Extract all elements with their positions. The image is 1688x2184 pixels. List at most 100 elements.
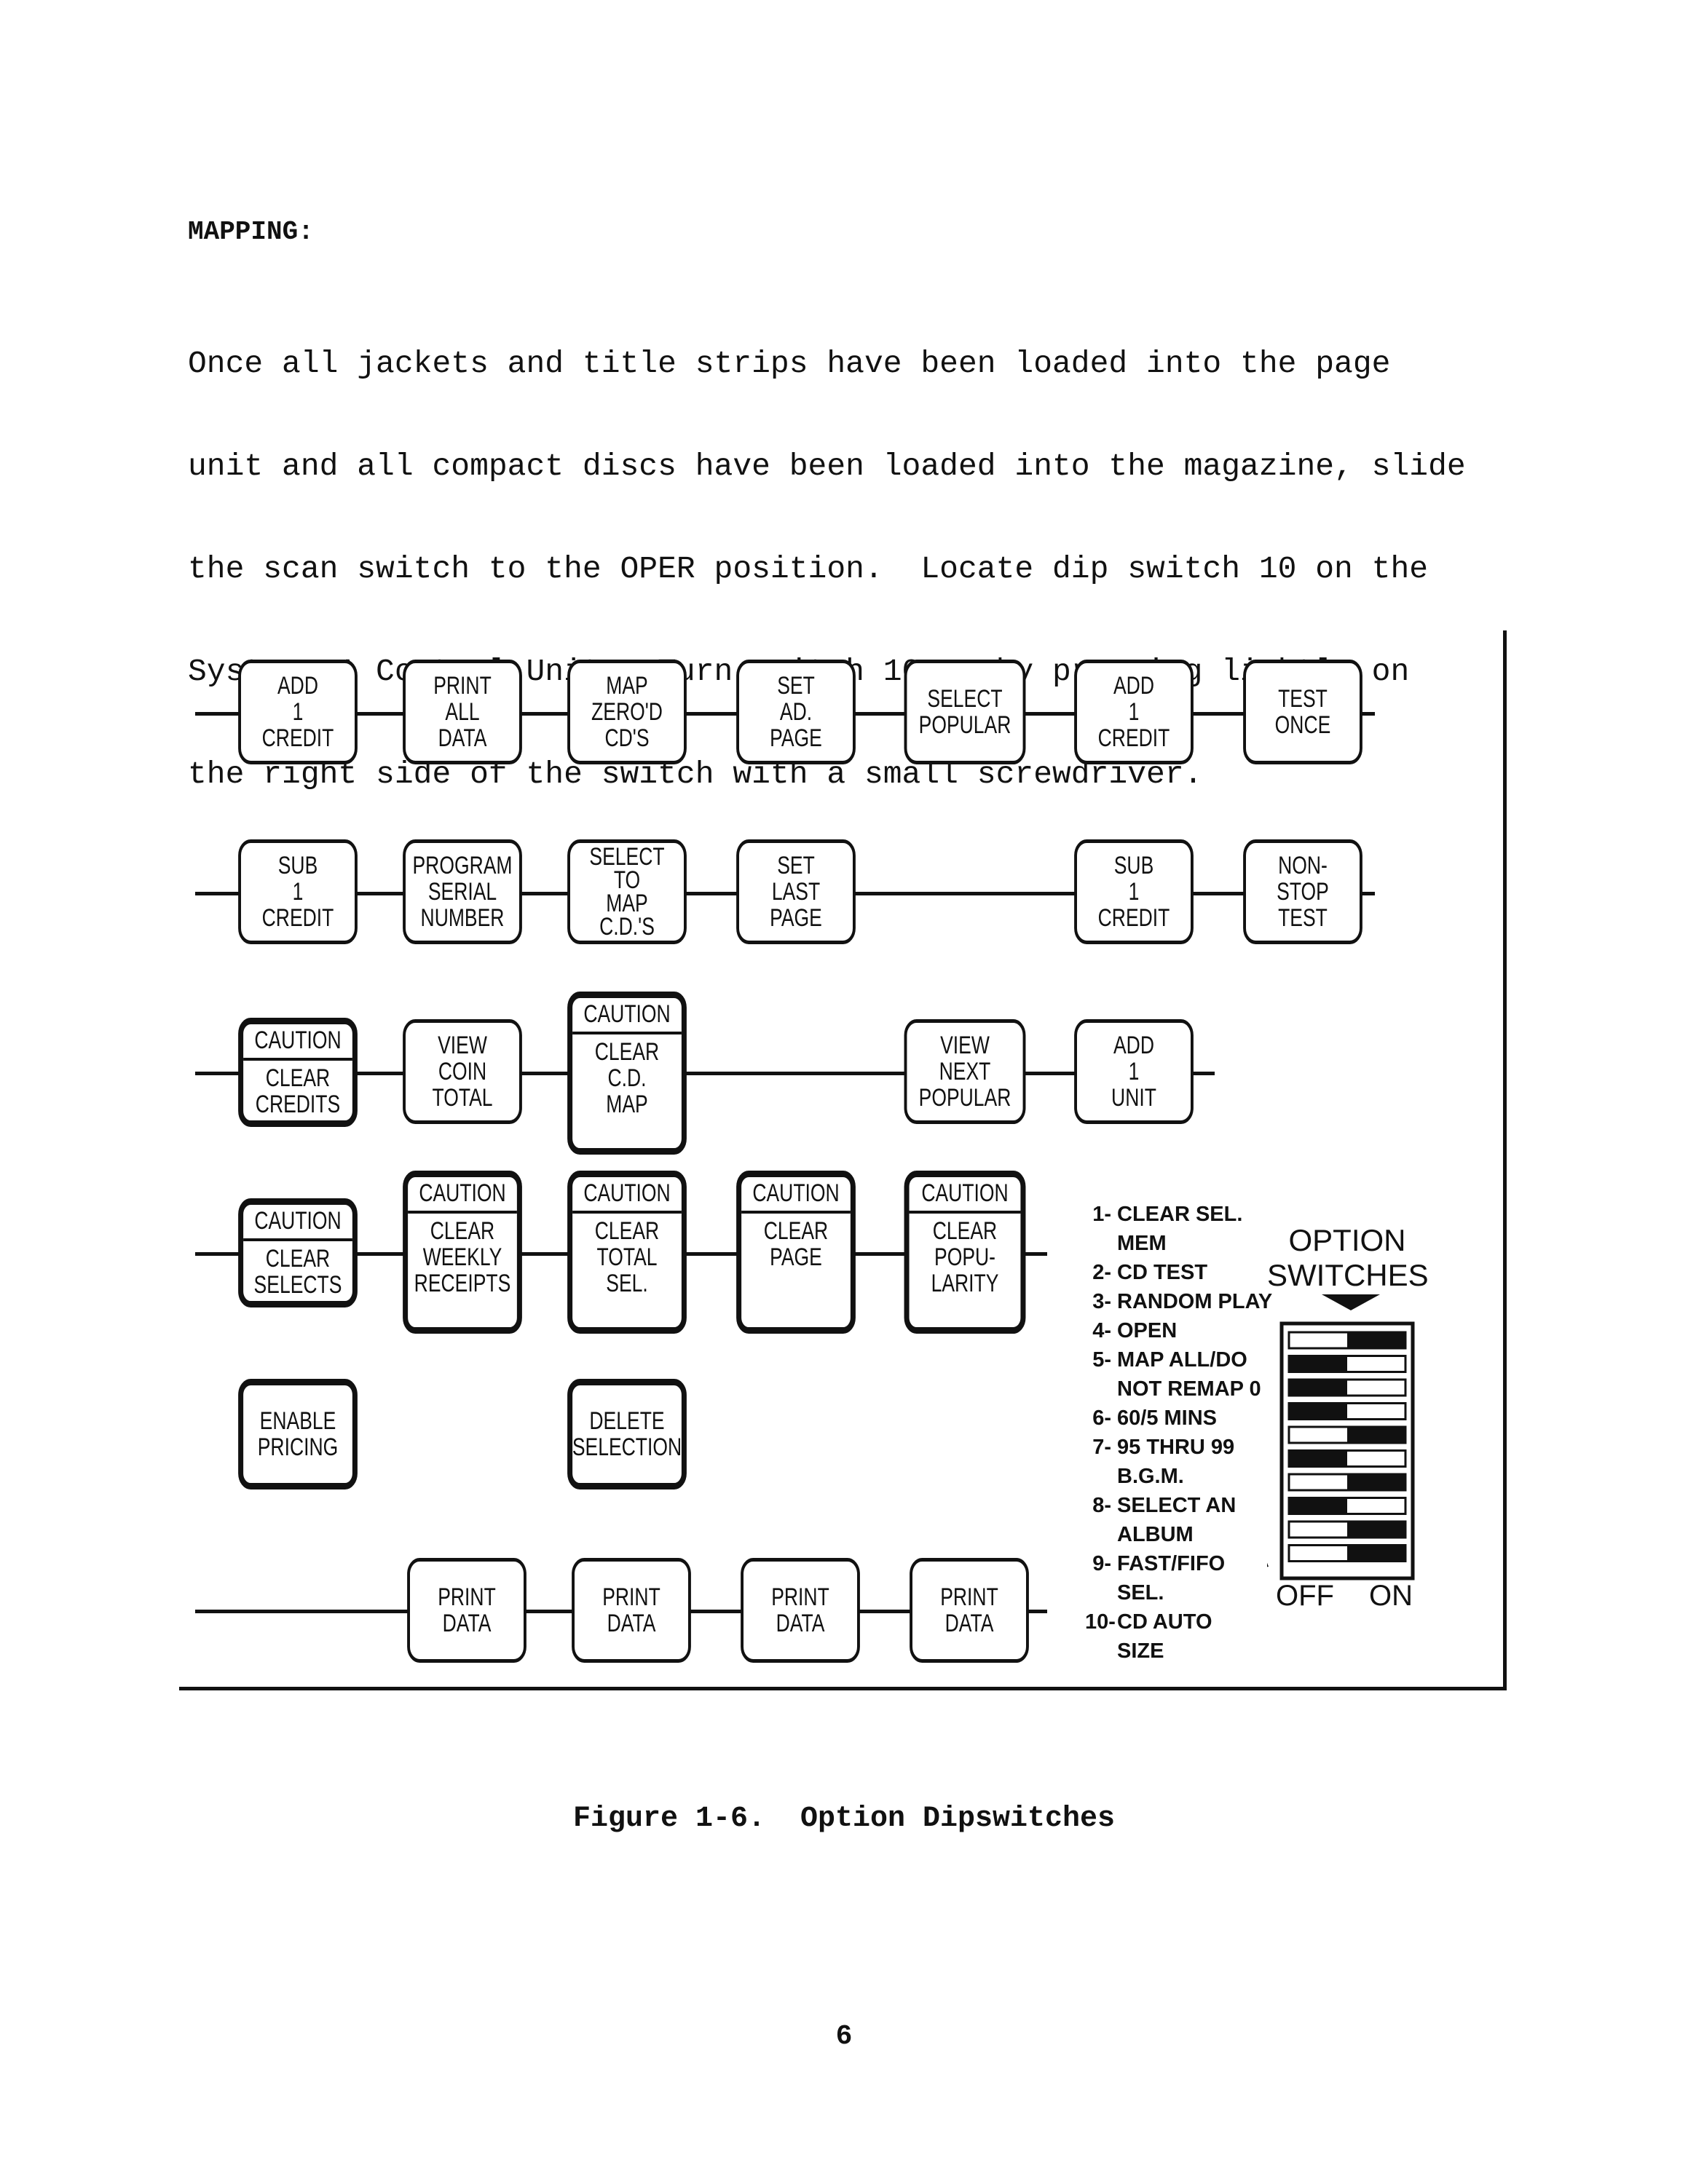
- legend-text: RANDOM PLAY: [1117, 1290, 1273, 1313]
- dip-switch-knob: [1347, 1474, 1405, 1490]
- key-print-data-2[interactable]: PRINT DATA: [572, 1558, 691, 1663]
- caution-label: CAUTION: [572, 1177, 682, 1214]
- key-enable-pricing[interactable]: ENABLE PRICING: [238, 1379, 358, 1489]
- key-label: CLEAR: [594, 1217, 660, 1245]
- key-label: TEST: [1278, 904, 1328, 932]
- key-label: SET: [777, 852, 815, 879]
- legend-text: FAST/FIFO: [1117, 1552, 1226, 1575]
- dip-switch-knob: [1289, 1356, 1347, 1372]
- key-label: NUMBER: [420, 904, 505, 932]
- key-label: CREDITS: [255, 1091, 341, 1118]
- dip-switch-4[interactable]: [1287, 1402, 1407, 1420]
- key-set-last-page[interactable]: SET LAST PAGE: [736, 839, 856, 944]
- legend-number: 2-: [1092, 1261, 1111, 1284]
- dip-switch-7[interactable]: [1287, 1473, 1407, 1492]
- off-label: OFF: [1276, 1580, 1334, 1612]
- key-label: ADD: [1113, 1032, 1154, 1059]
- key-label: TO: [613, 866, 641, 894]
- key-sub-1-credit[interactable]: SUB 1 CREDIT: [238, 839, 358, 944]
- key-label: UNIT: [1111, 1084, 1156, 1112]
- legend-item: 8-SELECT AN: [1085, 1491, 1272, 1520]
- key-clear-total-sel[interactable]: CAUTION CLEAR TOTAL SEL.: [567, 1171, 687, 1334]
- key-label: CLEAR: [932, 1217, 998, 1245]
- key-label: WEEKLY: [422, 1243, 502, 1271]
- key-label: CLEAR: [265, 1245, 331, 1273]
- key-clear-selects[interactable]: CAUTION CLEAR SELECTS: [238, 1198, 358, 1307]
- key-label: RECEIPTS: [414, 1270, 511, 1297]
- legend-text: MAP ALL/DO: [1117, 1348, 1247, 1372]
- dip-switch-1[interactable]: [1287, 1331, 1407, 1350]
- key-print-data-3[interactable]: PRINT DATA: [741, 1558, 860, 1663]
- body-paragraph: Once all jackets and title strips have b…: [188, 278, 1528, 826]
- legend-item: 10-CD AUTO: [1085, 1607, 1272, 1637]
- legend-number: [1085, 1520, 1111, 1549]
- key-view-coin-total[interactable]: VIEW COIN TOTAL: [403, 1019, 522, 1124]
- key-label: CLEAR: [763, 1217, 829, 1245]
- caution-label: CAUTION: [741, 1177, 851, 1214]
- key-clear-cd-map[interactable]: CAUTION CLEAR C.D. MAP: [567, 992, 687, 1155]
- row4-connector: [195, 1252, 1047, 1256]
- dip-switch-2[interactable]: [1287, 1355, 1407, 1373]
- legend-item: 7-95 THRU 99: [1085, 1433, 1272, 1462]
- key-sub-1-credit-right[interactable]: SUB 1 CREDIT: [1074, 839, 1194, 944]
- legend-text: SEL.: [1117, 1581, 1164, 1605]
- legend-number: [1085, 1229, 1111, 1258]
- key-add-1-unit[interactable]: ADD 1 UNIT: [1074, 1019, 1194, 1124]
- dip-switch-3[interactable]: [1287, 1378, 1407, 1397]
- dip-switch-9[interactable]: [1287, 1520, 1407, 1539]
- key-clear-weekly-receipts[interactable]: CAUTION CLEAR WEEKLY RECEIPTS: [403, 1171, 522, 1334]
- key-clear-page[interactable]: CAUTION CLEAR PAGE: [736, 1171, 856, 1334]
- key-label: DELETE: [589, 1407, 665, 1435]
- key-label: DATA: [944, 1610, 994, 1637]
- key-label: PAGE: [770, 1243, 822, 1271]
- key-non-stop-test[interactable]: NON- STOP TEST: [1243, 839, 1362, 944]
- dip-switch-8[interactable]: [1287, 1497, 1407, 1515]
- dip-switch-housing: [1279, 1321, 1415, 1580]
- legend-text: ALBUM: [1117, 1523, 1194, 1546]
- key-label: POPU-: [934, 1243, 995, 1271]
- key-view-next-popular[interactable]: VIEW NEXT POPULAR: [904, 1019, 1026, 1124]
- key-label: PRINT: [771, 1583, 829, 1611]
- legend-text: SELECT AN: [1117, 1494, 1237, 1517]
- key-clear-popularity[interactable]: CAUTION CLEAR POPU- LARITY: [904, 1171, 1026, 1334]
- key-label: SUB: [1113, 852, 1154, 879]
- key-clear-credits[interactable]: CAUTION CLEAR CREDITS: [238, 1018, 358, 1127]
- dip-switch-knob: [1289, 1380, 1347, 1396]
- key-label: CLEAR: [265, 1064, 331, 1092]
- option-switches-title: OPTION SWITCHES: [1267, 1223, 1429, 1293]
- legend-number: 7-: [1092, 1436, 1111, 1459]
- key-label: CLEAR: [430, 1217, 495, 1245]
- legend-text: OPEN: [1117, 1319, 1178, 1342]
- key-print-data-1[interactable]: PRINT DATA: [407, 1558, 526, 1663]
- paragraph-line: System 5A Control Unit. Turn switch 10 o…: [188, 654, 1410, 689]
- key-label: PAGE: [770, 904, 822, 932]
- legend-number: [1085, 1637, 1111, 1666]
- legend-number: [1085, 1374, 1111, 1404]
- dip-switch-5[interactable]: [1287, 1425, 1407, 1444]
- legend-number: 4-: [1092, 1319, 1111, 1342]
- paragraph-line: the scan switch to the OPER position. Lo…: [188, 551, 1429, 587]
- dip-switch-6[interactable]: [1287, 1449, 1407, 1468]
- dip-switch-knob: [1289, 1497, 1347, 1514]
- legend-item: 6-60/5 MINS: [1085, 1404, 1272, 1433]
- key-label: 1: [1128, 1058, 1140, 1085]
- key-delete-selection[interactable]: DELETE SELECTION: [567, 1379, 687, 1489]
- legend-number: 1-: [1092, 1203, 1111, 1226]
- dip-switch-10[interactable]: [1287, 1544, 1407, 1562]
- key-label: COIN: [438, 1058, 487, 1085]
- key-label: SELECTS: [253, 1271, 342, 1299]
- key-program-serial-number[interactable]: PROGRAM SERIAL NUMBER: [403, 839, 522, 944]
- key-label: MAP: [606, 890, 648, 917]
- caution-label: CAUTION: [909, 1177, 1021, 1214]
- key-label: SELECTION: [572, 1433, 682, 1461]
- key-print-data-4[interactable]: PRINT DATA: [910, 1558, 1029, 1663]
- on-label: ON: [1369, 1580, 1413, 1612]
- dip-switch-knob: [1289, 1403, 1347, 1420]
- key-select-to-map-cds[interactable]: SELECT TO MAP C.D.'S: [567, 839, 687, 944]
- key-label: C.D.: [607, 1064, 647, 1092]
- paragraph-line: Once all jackets and title strips have b…: [188, 346, 1391, 381]
- dip-switch-knob: [1347, 1427, 1405, 1443]
- key-label: PRINT: [940, 1583, 998, 1611]
- key-label: NON-: [1278, 852, 1328, 879]
- key-label: CREDIT: [261, 904, 334, 932]
